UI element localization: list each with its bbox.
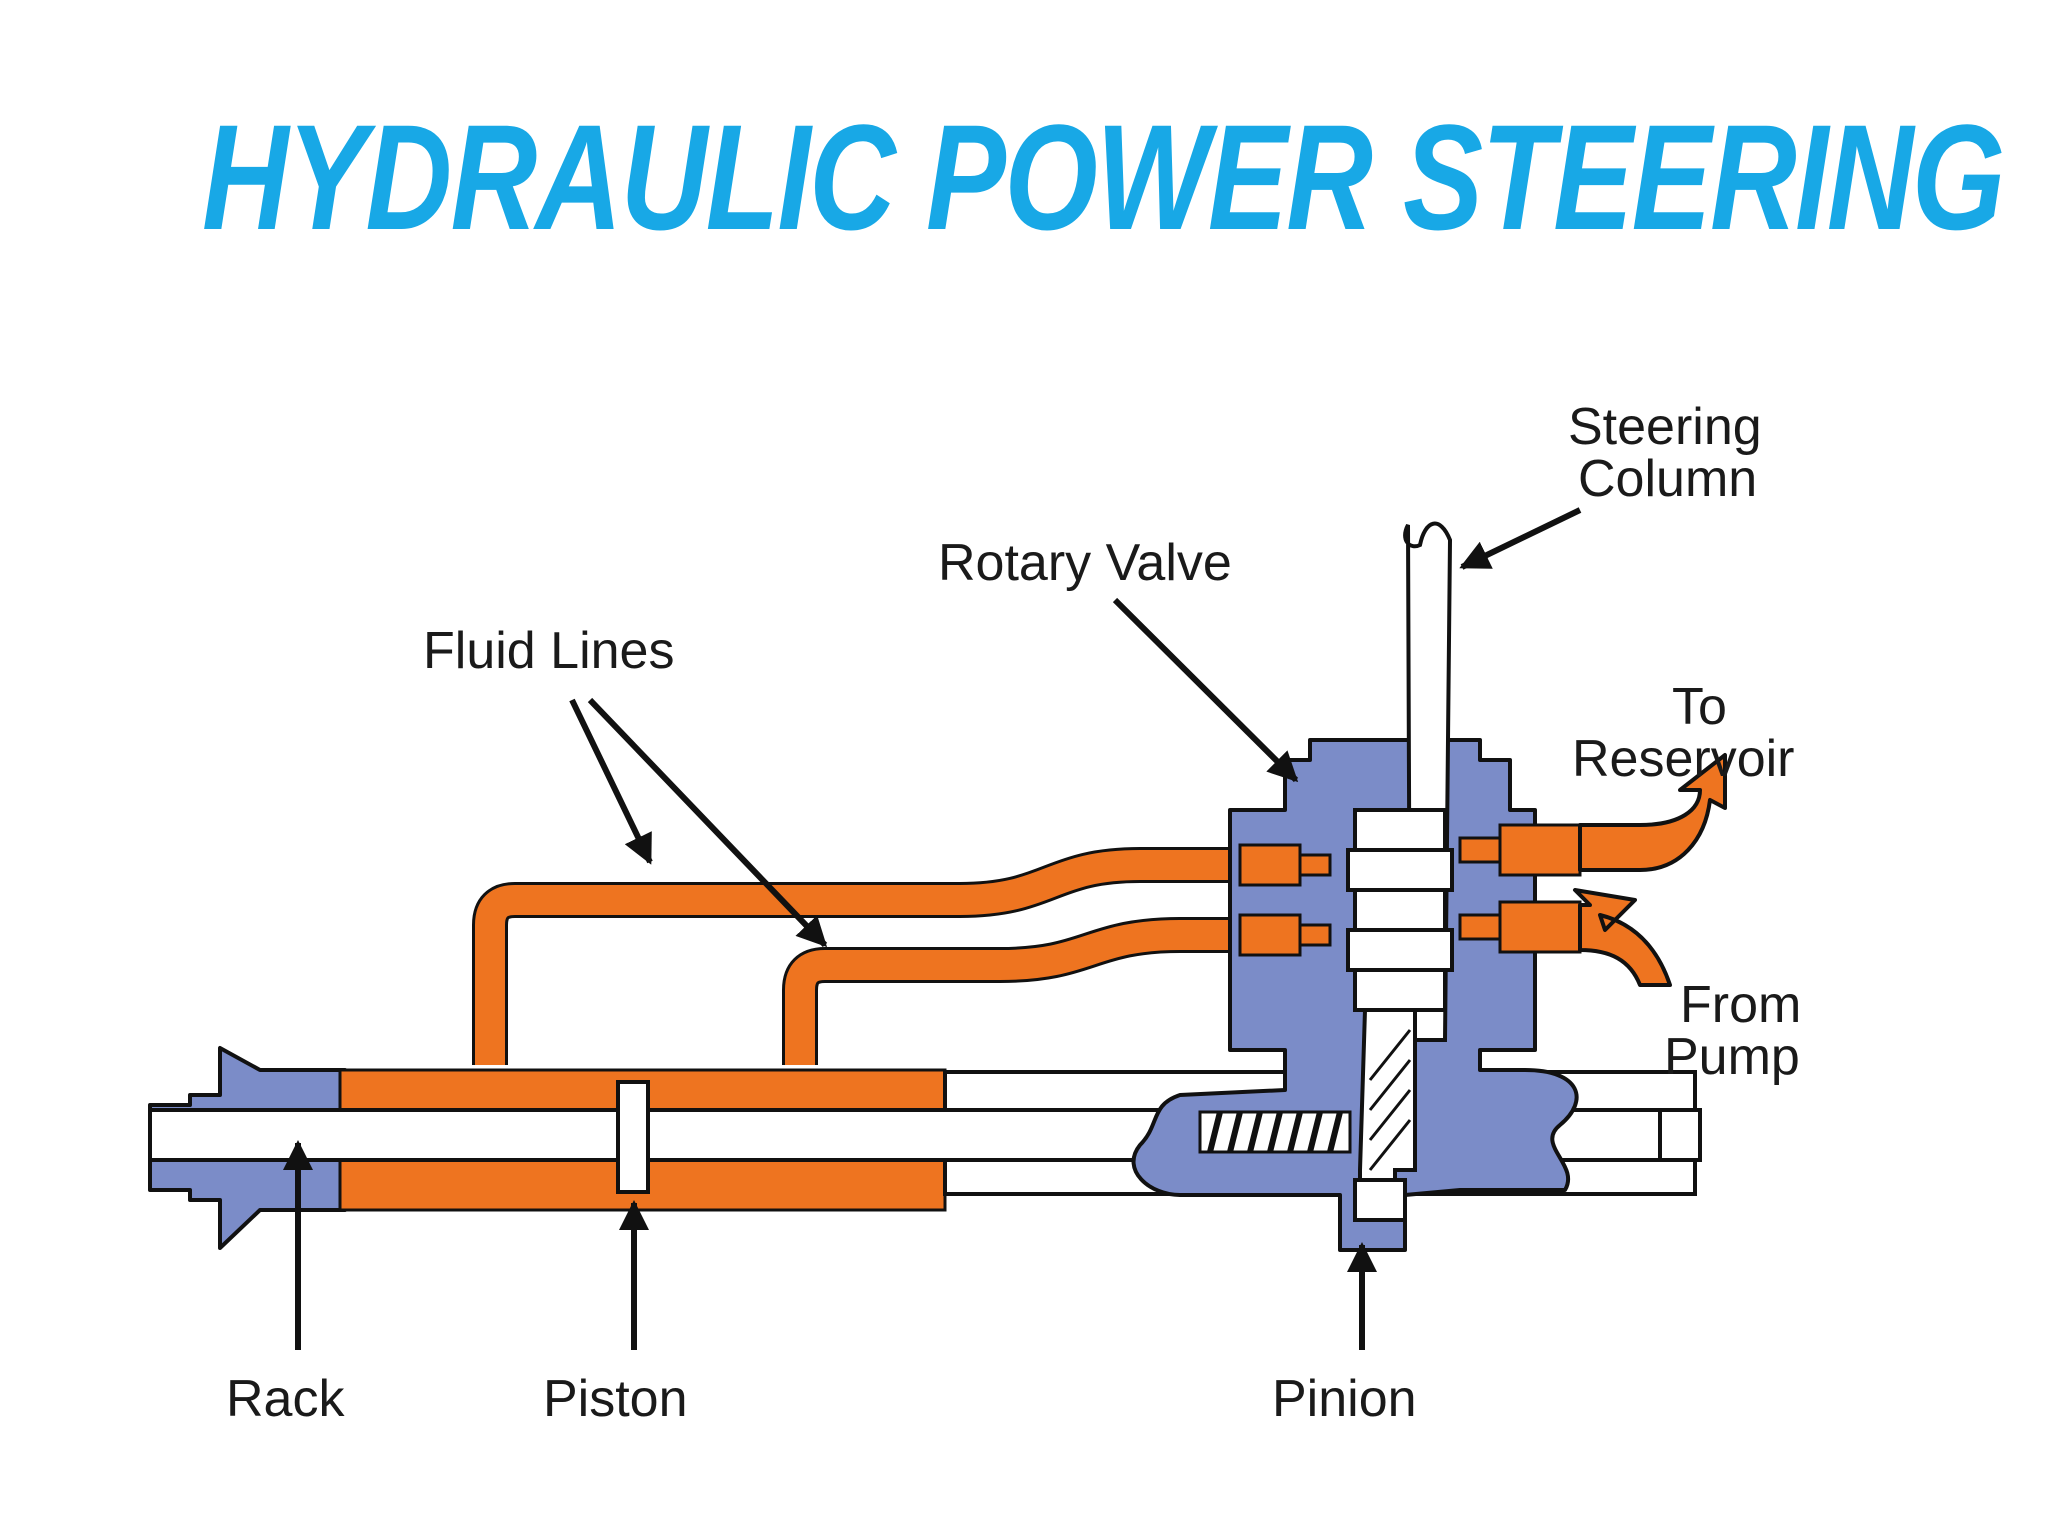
pinion-gear xyxy=(1198,1110,1352,1154)
rotary-valve-spool xyxy=(1346,808,1454,1012)
valve-ports xyxy=(1238,823,1582,957)
fluid-lines-pointer-1 xyxy=(569,698,653,865)
fluid-lines xyxy=(472,847,1240,1065)
label-steering-column-1: Steering xyxy=(1568,398,1762,456)
piston xyxy=(616,1080,650,1194)
from-pump-arrow xyxy=(1573,888,1672,987)
diagram-title: HYDRAULIC POWER STEERING xyxy=(202,93,2005,261)
label-to-reservoir-1: To xyxy=(1672,678,1727,736)
label-rotary-valve: Rotary Valve xyxy=(938,534,1232,592)
label-pinion: Pinion xyxy=(1272,1370,1417,1428)
pinion-spiral xyxy=(1368,1029,1412,1171)
label-piston: Piston xyxy=(543,1370,688,1428)
label-from-pump-2: Pump xyxy=(1664,1028,1800,1086)
label-steering-column-2: Column xyxy=(1578,450,1757,508)
rotary-valve-pointer xyxy=(1112,597,1299,783)
label-fluid-lines: Fluid Lines xyxy=(423,622,674,680)
pinion-end xyxy=(1353,1178,1407,1222)
rack-end-right xyxy=(1658,1108,1702,1162)
label-to-reservoir-2: Reservoir xyxy=(1572,730,1795,788)
fluid-lines-pointer-2 xyxy=(587,697,828,948)
steering-column-pointer xyxy=(1459,507,1582,570)
label-from-pump-1: From xyxy=(1680,976,1801,1034)
to-reservoir-arrow xyxy=(1578,753,1727,872)
label-rack: Rack xyxy=(226,1370,345,1428)
